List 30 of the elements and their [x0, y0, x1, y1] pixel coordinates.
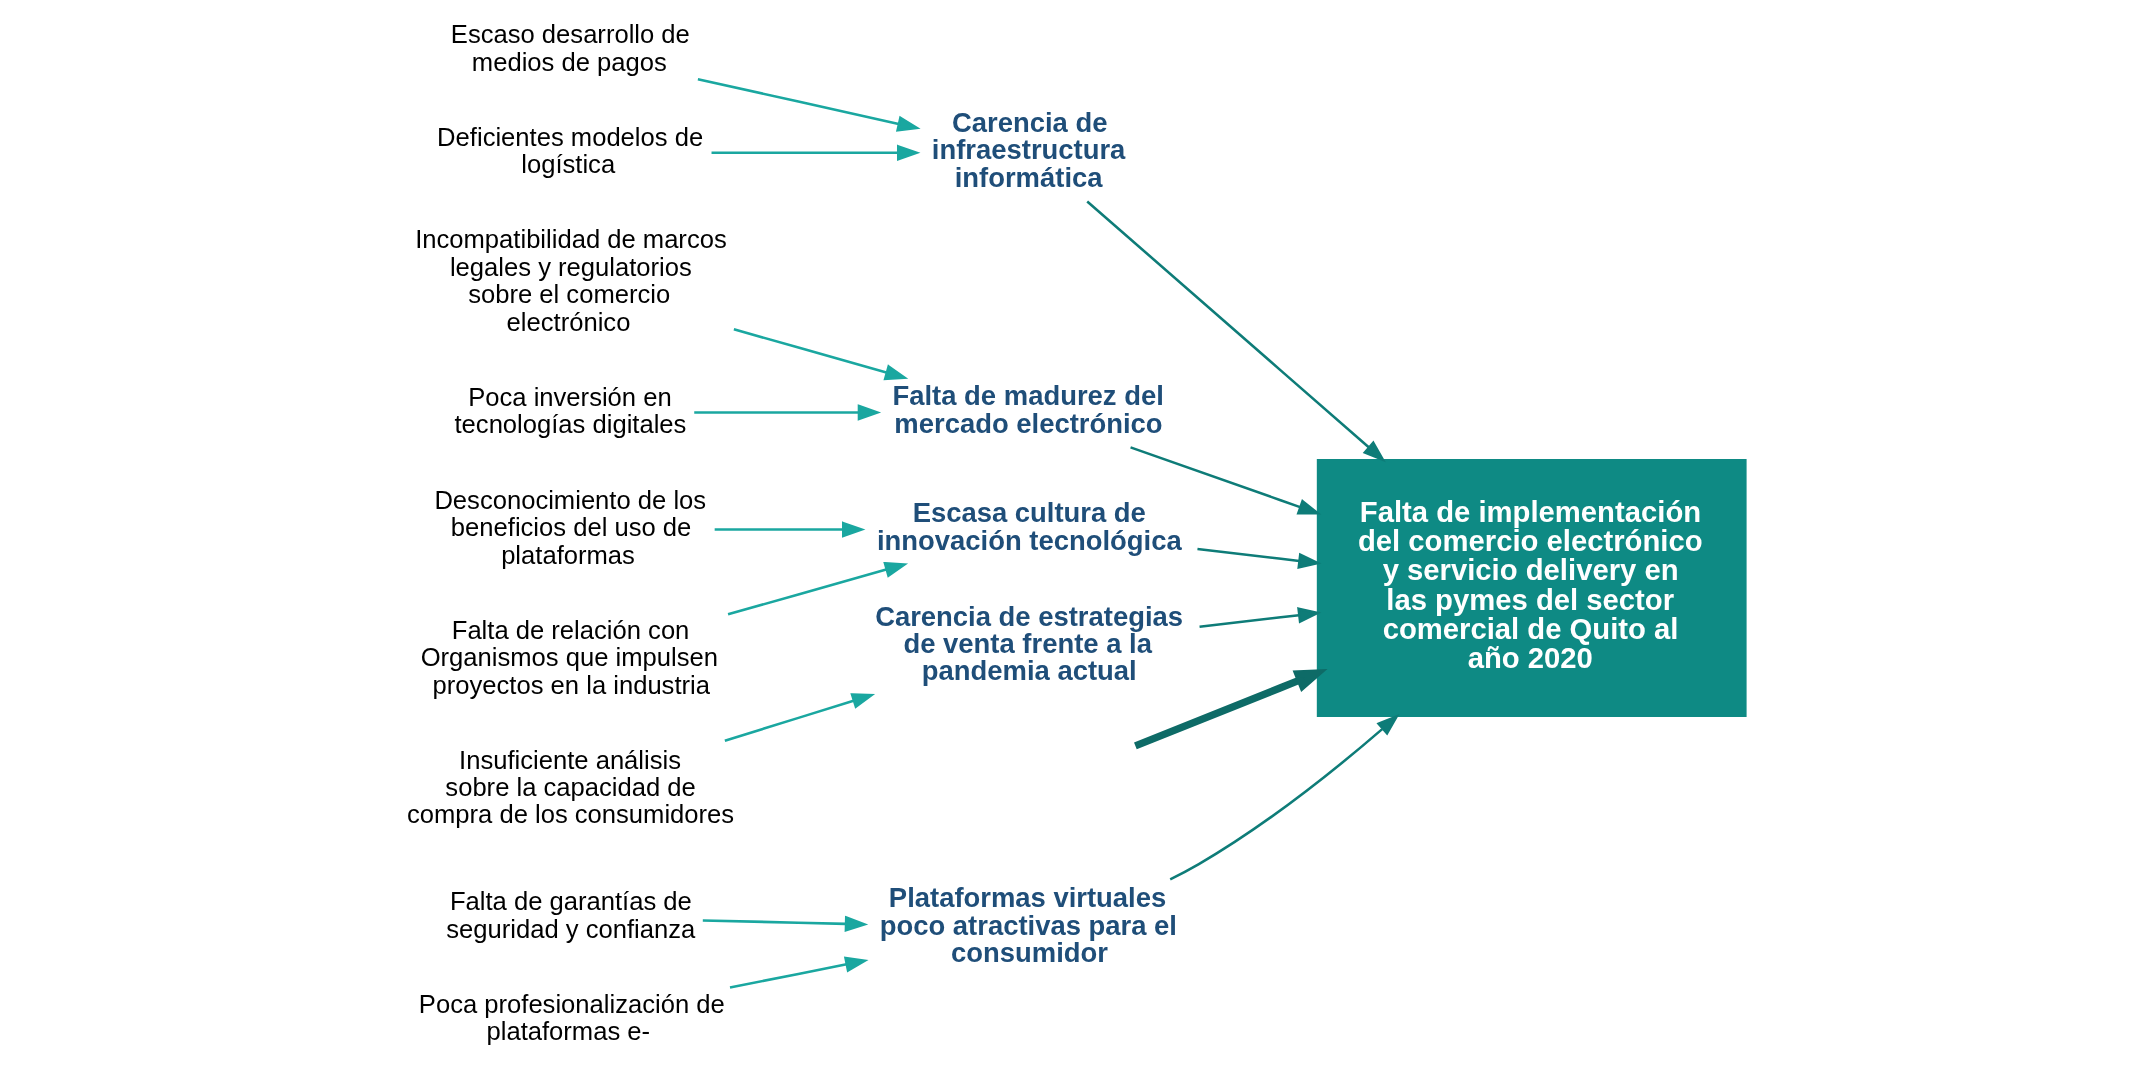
node-text: Carencia de infraestructura informática — [931, 106, 1126, 193]
node-text: Escasa cultura de innovación tecnológica — [876, 497, 1182, 556]
node-text: Desconocimiento de los beneficios del uso de plataformas — [434, 485, 707, 569]
node-text: Falta de garantías de seguridad y confianza — [446, 887, 696, 943]
arrow — [729, 956, 869, 989]
arrow — [724, 693, 876, 742]
node-text: Poca inversión en tecnologías digitales — [454, 382, 687, 438]
node-text: Escaso desarrollo de medios de pagos — [450, 20, 690, 76]
node-text: Incompatibilidad de marcos legales y regulatorios sobre el comercio electrónico — [415, 225, 727, 336]
node-text: Deficientes modelos de logística — [437, 122, 704, 179]
node-text: Insuficiente análisis sobre la capacidad de compra de los consumidores — [406, 745, 735, 829]
node-text: Poca profesionalización de plataformas e- — [418, 989, 725, 1046]
node-text: Falta de relación con Organismos que impulsen proyectos en la industria — [420, 615, 718, 699]
arrow — [1134, 668, 1328, 750]
arrow — [1169, 713, 1400, 881]
arrow — [1086, 200, 1386, 463]
arrow — [1199, 607, 1322, 629]
node-box: Falta de implementación del comercio electrónico y servicio delivery en las pymes del sector comercial de Quito al año 2020 — [1316, 459, 1747, 717]
arrow — [1130, 446, 1322, 515]
arrow — [694, 404, 882, 421]
arrow — [702, 915, 869, 933]
arrow — [697, 77, 921, 132]
arrow — [714, 521, 866, 538]
arrow — [711, 144, 921, 161]
arrow — [1197, 547, 1322, 569]
node-text: Falta de madurez del mercado electrónico — [892, 380, 1164, 439]
node-text: Plataformas virtuales poco atractivas para el consumidor — [879, 882, 1177, 969]
node-text: Carencia de estrategias de venta frente a la pandemia actual — [875, 600, 1184, 687]
arrow — [727, 561, 909, 616]
arrow — [733, 328, 909, 381]
